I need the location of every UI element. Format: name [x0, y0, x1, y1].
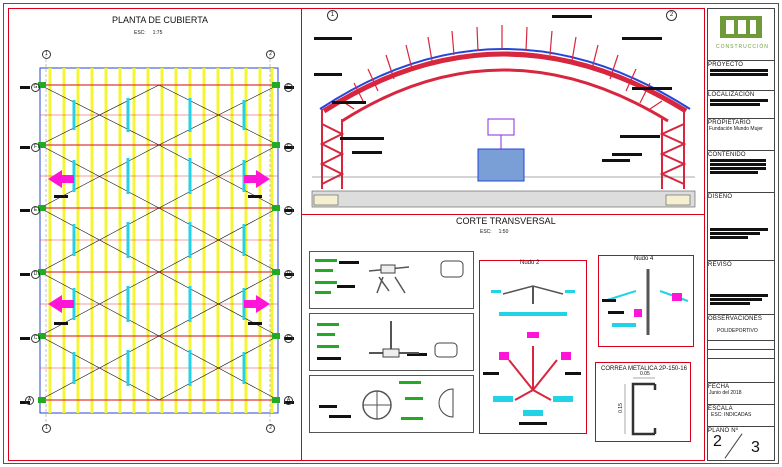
axis-bubble-col2-top: 2 — [266, 50, 275, 59]
footings — [313, 194, 691, 206]
arch-top-chord — [319, 48, 691, 110]
bracing-diagonals — [39, 84, 279, 401]
section-panel-bottom-line — [302, 214, 705, 215]
axis-bubble-g-left: G — [31, 83, 40, 92]
frames-horizontal — [40, 84, 278, 401]
nudo-4-title: Nudo 4 — [634, 256, 654, 262]
tb-escala-value: ESC: INDICADAS — [711, 412, 752, 418]
cyan-bracing-marks — [72, 98, 246, 386]
truss-web — [341, 25, 663, 110]
axis-bubble-d-left: D — [31, 270, 40, 279]
tb-observaciones: OBSERVACIONES POLIDEPORTIVO — [707, 314, 775, 383]
axis-bubble-e-right: E — [284, 206, 293, 215]
axis-bubble-d-right: D — [284, 270, 293, 279]
tb-reviso-label: REVISÓ — [708, 262, 732, 268]
basketball-hoop — [477, 118, 525, 182]
section-scale: ESC: 1:50 — [480, 229, 509, 235]
detail-3 — [309, 375, 474, 433]
axis-bubble-g-right: G — [284, 83, 293, 92]
slope-arrows — [48, 170, 270, 313]
correa-title: CORREA METALICA 2P-150-16 — [601, 366, 687, 372]
correa-dim-side: 0.15 — [617, 403, 624, 413]
tb-plano-label: PLANO Nº — [708, 428, 739, 434]
tb-plano-total: 3 — [751, 439, 760, 456]
tb-plano-number: 2 — [713, 433, 722, 450]
tb-propietario: PROPIETARIO Fundación Mundo Mujer — [707, 118, 775, 151]
detail-1 — [309, 251, 474, 309]
truss-columns — [319, 109, 687, 189]
roof-plan-drawing — [20, 54, 294, 425]
tb-diseno-label: DISEÑO — [708, 194, 733, 200]
tb-fecha: FECHA Junio del 2018 — [707, 382, 775, 405]
plan-labels — [20, 86, 294, 404]
axis-bubble-e-left: E — [31, 206, 40, 215]
axis-bubble-c-right: C — [284, 334, 293, 343]
tb-contenido: CONTENIDO — [707, 150, 775, 193]
logo-mark-icon — [720, 16, 762, 38]
plan-scale: ESC: 1:75 — [134, 30, 163, 36]
tb-observaciones-label: OBSERVACIONES — [708, 316, 763, 322]
section-title: CORTE TRANSVERSAL — [456, 216, 556, 226]
tb-reviso: REVISÓ — [707, 260, 775, 315]
tb-escala-label: ESCALA — [708, 406, 733, 412]
detail-correa — [595, 362, 691, 442]
axis-bubble-col1-top: 1 — [42, 50, 51, 59]
axis-bubble-a-right: A — [284, 396, 293, 405]
arch-red-band — [322, 51, 688, 114]
axis-bubble-col1-bottom: 1 — [42, 424, 51, 433]
cross-section-drawing — [311, 15, 696, 208]
plan-title: PLANTA DE CUBIERTA — [112, 15, 209, 25]
frames-horizontal-secondary — [40, 114, 278, 369]
tb-diseno: DISEÑO — [707, 192, 775, 261]
axis-bubble-a-left: A — [25, 396, 34, 405]
axis-bubble-c-left: C — [31, 334, 40, 343]
axis-bubble-col2-bottom: 2 — [266, 424, 275, 433]
correa-dim-top: 0.05 — [640, 371, 650, 377]
floor-slab — [311, 190, 696, 208]
column-marks — [38, 82, 280, 403]
tb-propietario-label: PROPIETARIO — [708, 120, 751, 126]
detail-nudo-4 — [598, 255, 694, 347]
tb-fecha-value: Junio del 2018 — [709, 390, 742, 396]
roof-outline — [39, 67, 279, 414]
tb-plano: PLANO Nº 2 3 — [707, 426, 775, 462]
section-labels — [314, 15, 672, 162]
tb-fecha-label: FECHA — [708, 384, 730, 390]
detail-nudo-2 — [479, 260, 587, 434]
detail-2 — [309, 313, 474, 371]
arch-bottom-chord — [341, 68, 669, 123]
tb-localizacion: LOCALIZACIÓN — [707, 90, 775, 119]
tb-propietario-value: Fundación Mundo Mujer — [709, 126, 763, 132]
axis-bubble-f-right: F — [284, 143, 293, 152]
tb-contenido-label: CONTENIDO — [708, 152, 746, 158]
tb-localizacion-label: LOCALIZACIÓN — [708, 92, 755, 98]
tb-observaciones-value: POLIDEPORTIVO — [717, 328, 758, 334]
nudo-2-title: Nudo 2 — [520, 260, 540, 266]
logo: CONSTRUCCIÓN — [716, 14, 769, 54]
tb-plano-divider — [724, 433, 743, 459]
section-axis-mark-2: 2 — [666, 10, 677, 21]
logo-text: CONSTRUCCIÓN — [716, 44, 769, 50]
tb-escala: ESCALA ESC: INDICADAS — [707, 404, 775, 427]
tb-proyecto: PROYECTO — [707, 60, 775, 91]
axis-bubble-f-left: F — [31, 143, 40, 152]
tb-proyecto-label: PROYECTO — [708, 62, 744, 68]
sheet-border — [3, 3, 779, 464]
title-block-frame — [707, 8, 775, 461]
purlins-vertical — [48, 68, 274, 413]
section-axis-mark-1: 1 — [327, 10, 338, 21]
grid-axis-lines — [45, 54, 271, 425]
drawing-area-frame — [8, 8, 705, 461]
panel-divider — [301, 8, 302, 461]
